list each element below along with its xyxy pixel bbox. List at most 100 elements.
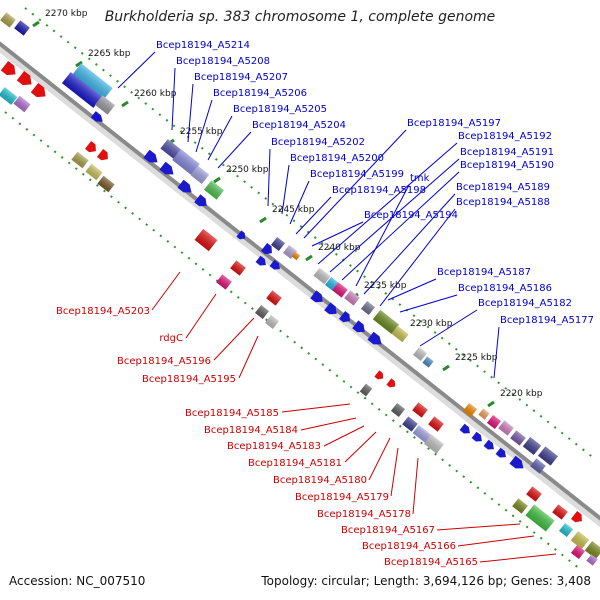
reverse-gene-label: Bcep18194_A5185 xyxy=(185,408,279,419)
reverse-gene-label: Bcep18194_A5165 xyxy=(384,557,478,568)
gene-block xyxy=(0,87,18,105)
forward-leader xyxy=(341,171,460,281)
forward-leader xyxy=(355,184,410,287)
gene-block xyxy=(236,230,246,240)
reverse-gene-label: Bcep18194_A5166 xyxy=(362,541,456,552)
tick-mark xyxy=(442,364,450,372)
forward-gene-label: Bcep18194_A5197 xyxy=(407,118,501,129)
forward-gene-label: Bcep18194_A5199 xyxy=(310,169,404,180)
forward-leader xyxy=(295,196,332,235)
forward-leader xyxy=(493,326,500,379)
tick-label: 2245 kbp xyxy=(272,205,315,215)
gene-block xyxy=(97,175,115,193)
gene-block xyxy=(194,194,207,207)
gene-block xyxy=(194,228,218,252)
label-leaders xyxy=(117,51,557,563)
forward-gene-label: Bcep18194_A5194 xyxy=(364,210,458,221)
gene-block xyxy=(498,420,514,436)
tick-label: 2240 kbp xyxy=(318,243,361,253)
gene-block xyxy=(522,436,542,456)
forward-gene-label: Bcep18194_A5186 xyxy=(458,283,552,294)
forward-gene-label: Bcep18194_A5204 xyxy=(252,120,346,131)
gene-block xyxy=(338,310,350,323)
gene-block xyxy=(558,522,574,538)
gene-block xyxy=(14,20,30,36)
forward-leader xyxy=(399,294,458,313)
forward-gene-label: Bcep18194_A5202 xyxy=(271,137,365,148)
reverse-leader xyxy=(238,335,259,379)
gene-block xyxy=(478,408,490,420)
forward-gene-label: Bcep18194_A5187 xyxy=(437,267,531,278)
gene-labels: Bcep18194_A5214Bcep18194_A5208Bcep18194_… xyxy=(56,40,594,568)
reverse-leader xyxy=(390,447,399,497)
gene-block xyxy=(462,402,478,418)
gene-block xyxy=(372,309,400,335)
forward-leader xyxy=(387,278,437,301)
gene-block xyxy=(360,300,376,316)
forward-leader xyxy=(187,83,194,143)
gene-block xyxy=(422,356,434,368)
reverse-leader xyxy=(344,431,377,463)
gene-block xyxy=(483,439,494,450)
gene-block xyxy=(332,282,348,298)
gene-block xyxy=(0,12,16,28)
reverse-gene-label: Bcep18194_A5203 xyxy=(56,306,150,317)
tick-label: 2235 kbp xyxy=(364,281,407,291)
forward-gene-label: Bcep18194_A5198 xyxy=(332,185,426,196)
forward-leader xyxy=(363,193,456,295)
gene-block xyxy=(61,72,103,108)
reverse-leader xyxy=(300,417,357,431)
reverse-gene-label: Bcep18194_A5180 xyxy=(273,475,367,486)
gene-block xyxy=(570,544,586,560)
forward-leader xyxy=(207,115,233,161)
reverse-gene-label: Bcep18194_A5167 xyxy=(341,525,435,536)
gene-block xyxy=(412,402,428,418)
gene-block xyxy=(344,290,360,306)
backbone-line xyxy=(0,41,600,521)
gene-block xyxy=(584,540,600,560)
reverse-gene-label: Bcep18194_A5178 xyxy=(317,509,411,520)
reverse-gene-label: Bcep18194_A5196 xyxy=(117,356,211,367)
forward-gene-label: Bcep18194_A5189 xyxy=(456,182,550,193)
tick-label: 2250 kbp xyxy=(226,165,269,175)
reverse-gene-label: rdgC xyxy=(159,333,183,344)
map-title: Burkholderia sp. 383 chromosome 1, compl… xyxy=(104,9,496,25)
forward-gene-label: tmk xyxy=(410,173,430,184)
gene-block xyxy=(230,260,246,276)
gene-block xyxy=(266,290,282,306)
gene-block xyxy=(391,325,409,343)
gene-block xyxy=(526,486,542,502)
reverse-leader xyxy=(213,317,255,361)
tick-label: 2270 kbp xyxy=(45,9,88,19)
gene-block xyxy=(291,251,301,261)
gene-block xyxy=(264,314,280,330)
reverse-leader xyxy=(479,553,557,563)
gene-block xyxy=(30,82,46,98)
forward-leader xyxy=(311,221,364,247)
reverse-gene-label: Bcep18194_A5181 xyxy=(248,458,342,469)
gene-block xyxy=(16,70,32,86)
gene-block xyxy=(324,302,337,315)
forward-leader xyxy=(289,180,310,225)
tick-label: 2225 kbp xyxy=(455,353,498,363)
forward-gene-label: Bcep18194_A5177 xyxy=(500,315,594,326)
reverse-gene-label: Bcep18194_A5179 xyxy=(295,492,389,503)
forward-gene-label: Bcep18194_A5214 xyxy=(156,40,250,51)
reverse-leader xyxy=(457,535,535,547)
guide-inner-bottom xyxy=(4,111,581,570)
gene-block xyxy=(459,423,470,434)
forward-gene-label: Bcep18194_A5208 xyxy=(176,56,270,67)
gene-block xyxy=(84,140,96,153)
gene-block xyxy=(412,425,432,443)
reverse-gene-label: Bcep18194_A5195 xyxy=(142,374,236,385)
reverse-gene-label: Bcep18194_A5184 xyxy=(204,425,298,436)
gene-block xyxy=(260,242,272,255)
reverse-leader xyxy=(436,523,521,531)
gene-block xyxy=(510,430,526,446)
forward-leader xyxy=(317,142,458,265)
gene-block xyxy=(471,431,482,442)
gene-block xyxy=(172,149,200,175)
gene-block xyxy=(190,165,210,185)
gene-block xyxy=(13,95,31,113)
